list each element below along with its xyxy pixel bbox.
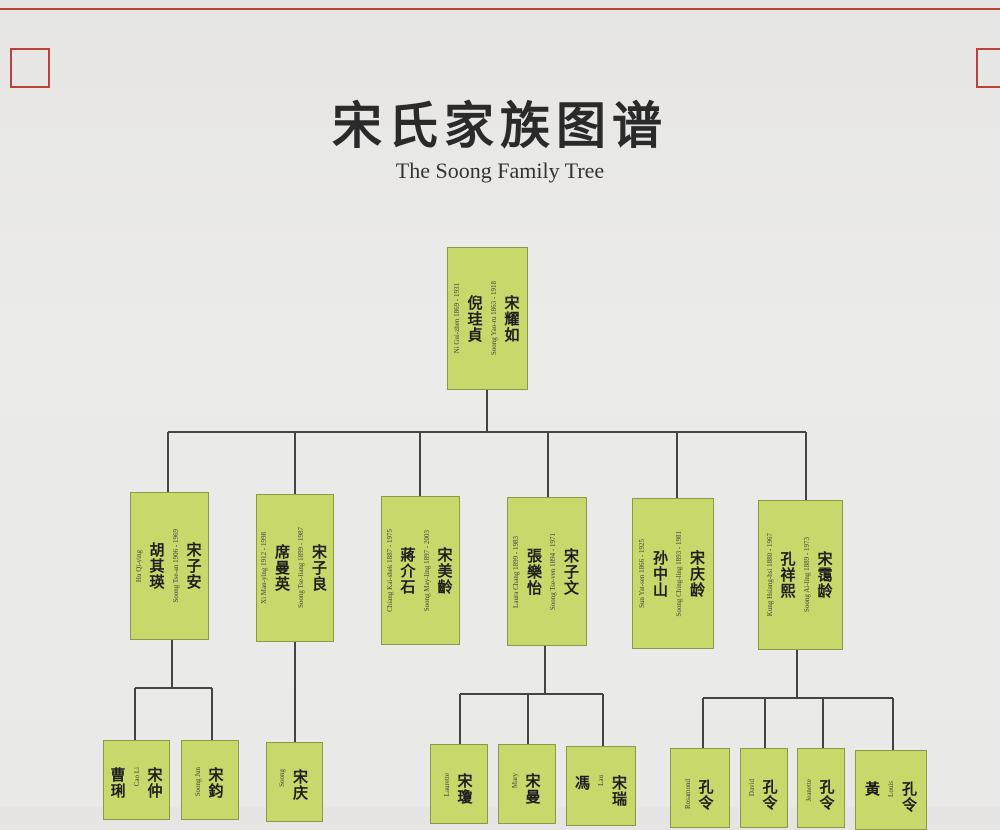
frame-corner-left: [10, 48, 50, 88]
frame-corner-right: [976, 48, 1000, 88]
spouse-name-en: Sun Yat-sen 1866 - 1925: [638, 538, 646, 609]
person-name: 宋耀如: [502, 294, 521, 343]
spouse-name-en: Laura Chang 1899 - 1983: [512, 535, 520, 608]
person-name-en: Soong Jun: [193, 767, 202, 797]
person-name: 宋瓊: [455, 773, 474, 805]
person-card-child: 宋庆龄 Soong Ching-ling 1893 - 1981 孙中山 Sun…: [632, 498, 714, 649]
person-name: 宋庆: [291, 769, 309, 801]
spouse-name-en: Kung Hsiang-hsi 1880 - 1967: [765, 533, 774, 617]
person-name-en: Laurette: [442, 773, 451, 797]
person-name-en: Soong: [278, 769, 286, 787]
person-name: 宋霭龄: [815, 551, 834, 599]
person-name-en: Soong Tse-an 1906 - 1969: [171, 529, 180, 603]
person-name: 宋子文: [562, 547, 580, 596]
person-card-grandchild: 宋鈞 Soong Jun: [181, 740, 239, 820]
person-card-grandchild: 宋庆 Soong: [266, 742, 323, 822]
person-name-en: Soong Ai-ling 1889 - 1973: [802, 537, 811, 613]
person-card-child: 宋子良 Soong Tse-liang 1899 - 1987 席曼英 Xi M…: [256, 494, 334, 642]
person-card-child: 宋子安 Soong Tse-an 1906 - 1969 胡其瑛 Hu Qi-y…: [130, 492, 209, 640]
page-title: 宋氏家族图谱: [332, 96, 668, 155]
person-name: 孔令: [900, 781, 918, 813]
spouse-name: 孔祥熙: [778, 551, 797, 599]
person-name: 宋瑞: [610, 775, 628, 807]
person-name-en: Louis: [887, 781, 895, 797]
person-name-en: Rosamond: [683, 779, 692, 809]
person-card-root: 宋耀如 Soong Yao-ru 1863 - 1918 倪珪貞 Ni Gui-…: [447, 247, 528, 390]
spouse-name: 曹琍: [108, 767, 127, 799]
spouse-name: 馮: [573, 775, 591, 791]
spouse-name: 胡其瑛: [147, 542, 166, 590]
person-card-grandchild: 宋瓊 Laurette: [430, 744, 488, 824]
person-card-grandchild: 宋瑞 Lau 馮: [566, 746, 636, 826]
person-name: 孔令: [760, 779, 779, 811]
person-name-en: Soong Yao-ru 1863 - 1918: [489, 281, 498, 356]
person-name: 孔令: [817, 779, 836, 811]
person-name: 孔令: [696, 779, 715, 811]
tree-connectors: [134, 390, 894, 750]
person-name: 宋美齡: [435, 546, 454, 595]
person-name-en: Jeanette: [804, 779, 813, 802]
person-card-grandchild: 孔令 Rosamond: [670, 748, 730, 828]
person-name: 宋子良: [310, 544, 328, 592]
page-subtitle: The Soong Family Tree: [395, 158, 605, 183]
spouse-name: 孙中山: [651, 549, 669, 598]
person-name-en: Soong Tse-ven 1894 - 1971: [549, 532, 557, 611]
spouse-name: 倪珪貞: [465, 294, 484, 343]
person-card-grandchild: 孔令 Louis 黃: [855, 750, 927, 830]
person-card-grandchild: 宋仲 Cao Li 曹琍: [103, 740, 170, 820]
person-card-child: 宋美齡 Soong May-ling 1897 - 2003 蔣介石 Chian…: [381, 496, 460, 645]
person-name-en: Lau: [597, 775, 605, 786]
person-name-en: David: [747, 779, 756, 797]
person-name: 宋曼: [523, 773, 542, 805]
person-name: 宋鈞: [206, 767, 225, 799]
person-card-grandchild: 宋曼 Mary: [498, 744, 556, 824]
spouse-name: 蔣介石: [398, 546, 417, 595]
person-card-child: 宋子文 Soong Tse-ven 1894 - 1971 張樂怡 Laura …: [507, 497, 587, 646]
person-name: 宋仲: [145, 767, 164, 799]
person-name-en: Cao Li: [132, 767, 141, 787]
person-name: 宋庆龄: [688, 549, 706, 598]
person-card-grandchild: 孔令 Jeanette: [797, 748, 845, 828]
person-card-child: 宋霭龄 Soong Ai-ling 1889 - 1973 孔祥熙 Kung H…: [758, 500, 843, 650]
spouse-name-en: Chiang Kai-shek 1887 - 1975: [385, 529, 394, 612]
spouse-name-en: Ni Gui-zhen 1869 - 1931: [452, 283, 461, 354]
spouse-name: 席曼英: [273, 544, 291, 592]
spouse-name: 黃: [863, 781, 881, 797]
person-name-en: Soong May-ling 1897 - 2003: [422, 529, 431, 612]
spouse-name-en: Xi Man-ying 1912 - 1998: [260, 532, 268, 604]
person-name: 宋子安: [184, 542, 203, 590]
spouse-name-en: Hu Qi-ying: [134, 549, 143, 583]
person-card-grandchild: 孔令 David: [740, 748, 788, 828]
spouse-name: 張樂怡: [525, 547, 543, 596]
frame-top-border: [0, 8, 1000, 10]
person-name-en: Mary: [510, 773, 519, 789]
person-name-en: Soong Tse-liang 1899 - 1987: [297, 527, 305, 609]
person-name-en: Soong Ching-ling 1893 - 1981: [675, 530, 683, 617]
